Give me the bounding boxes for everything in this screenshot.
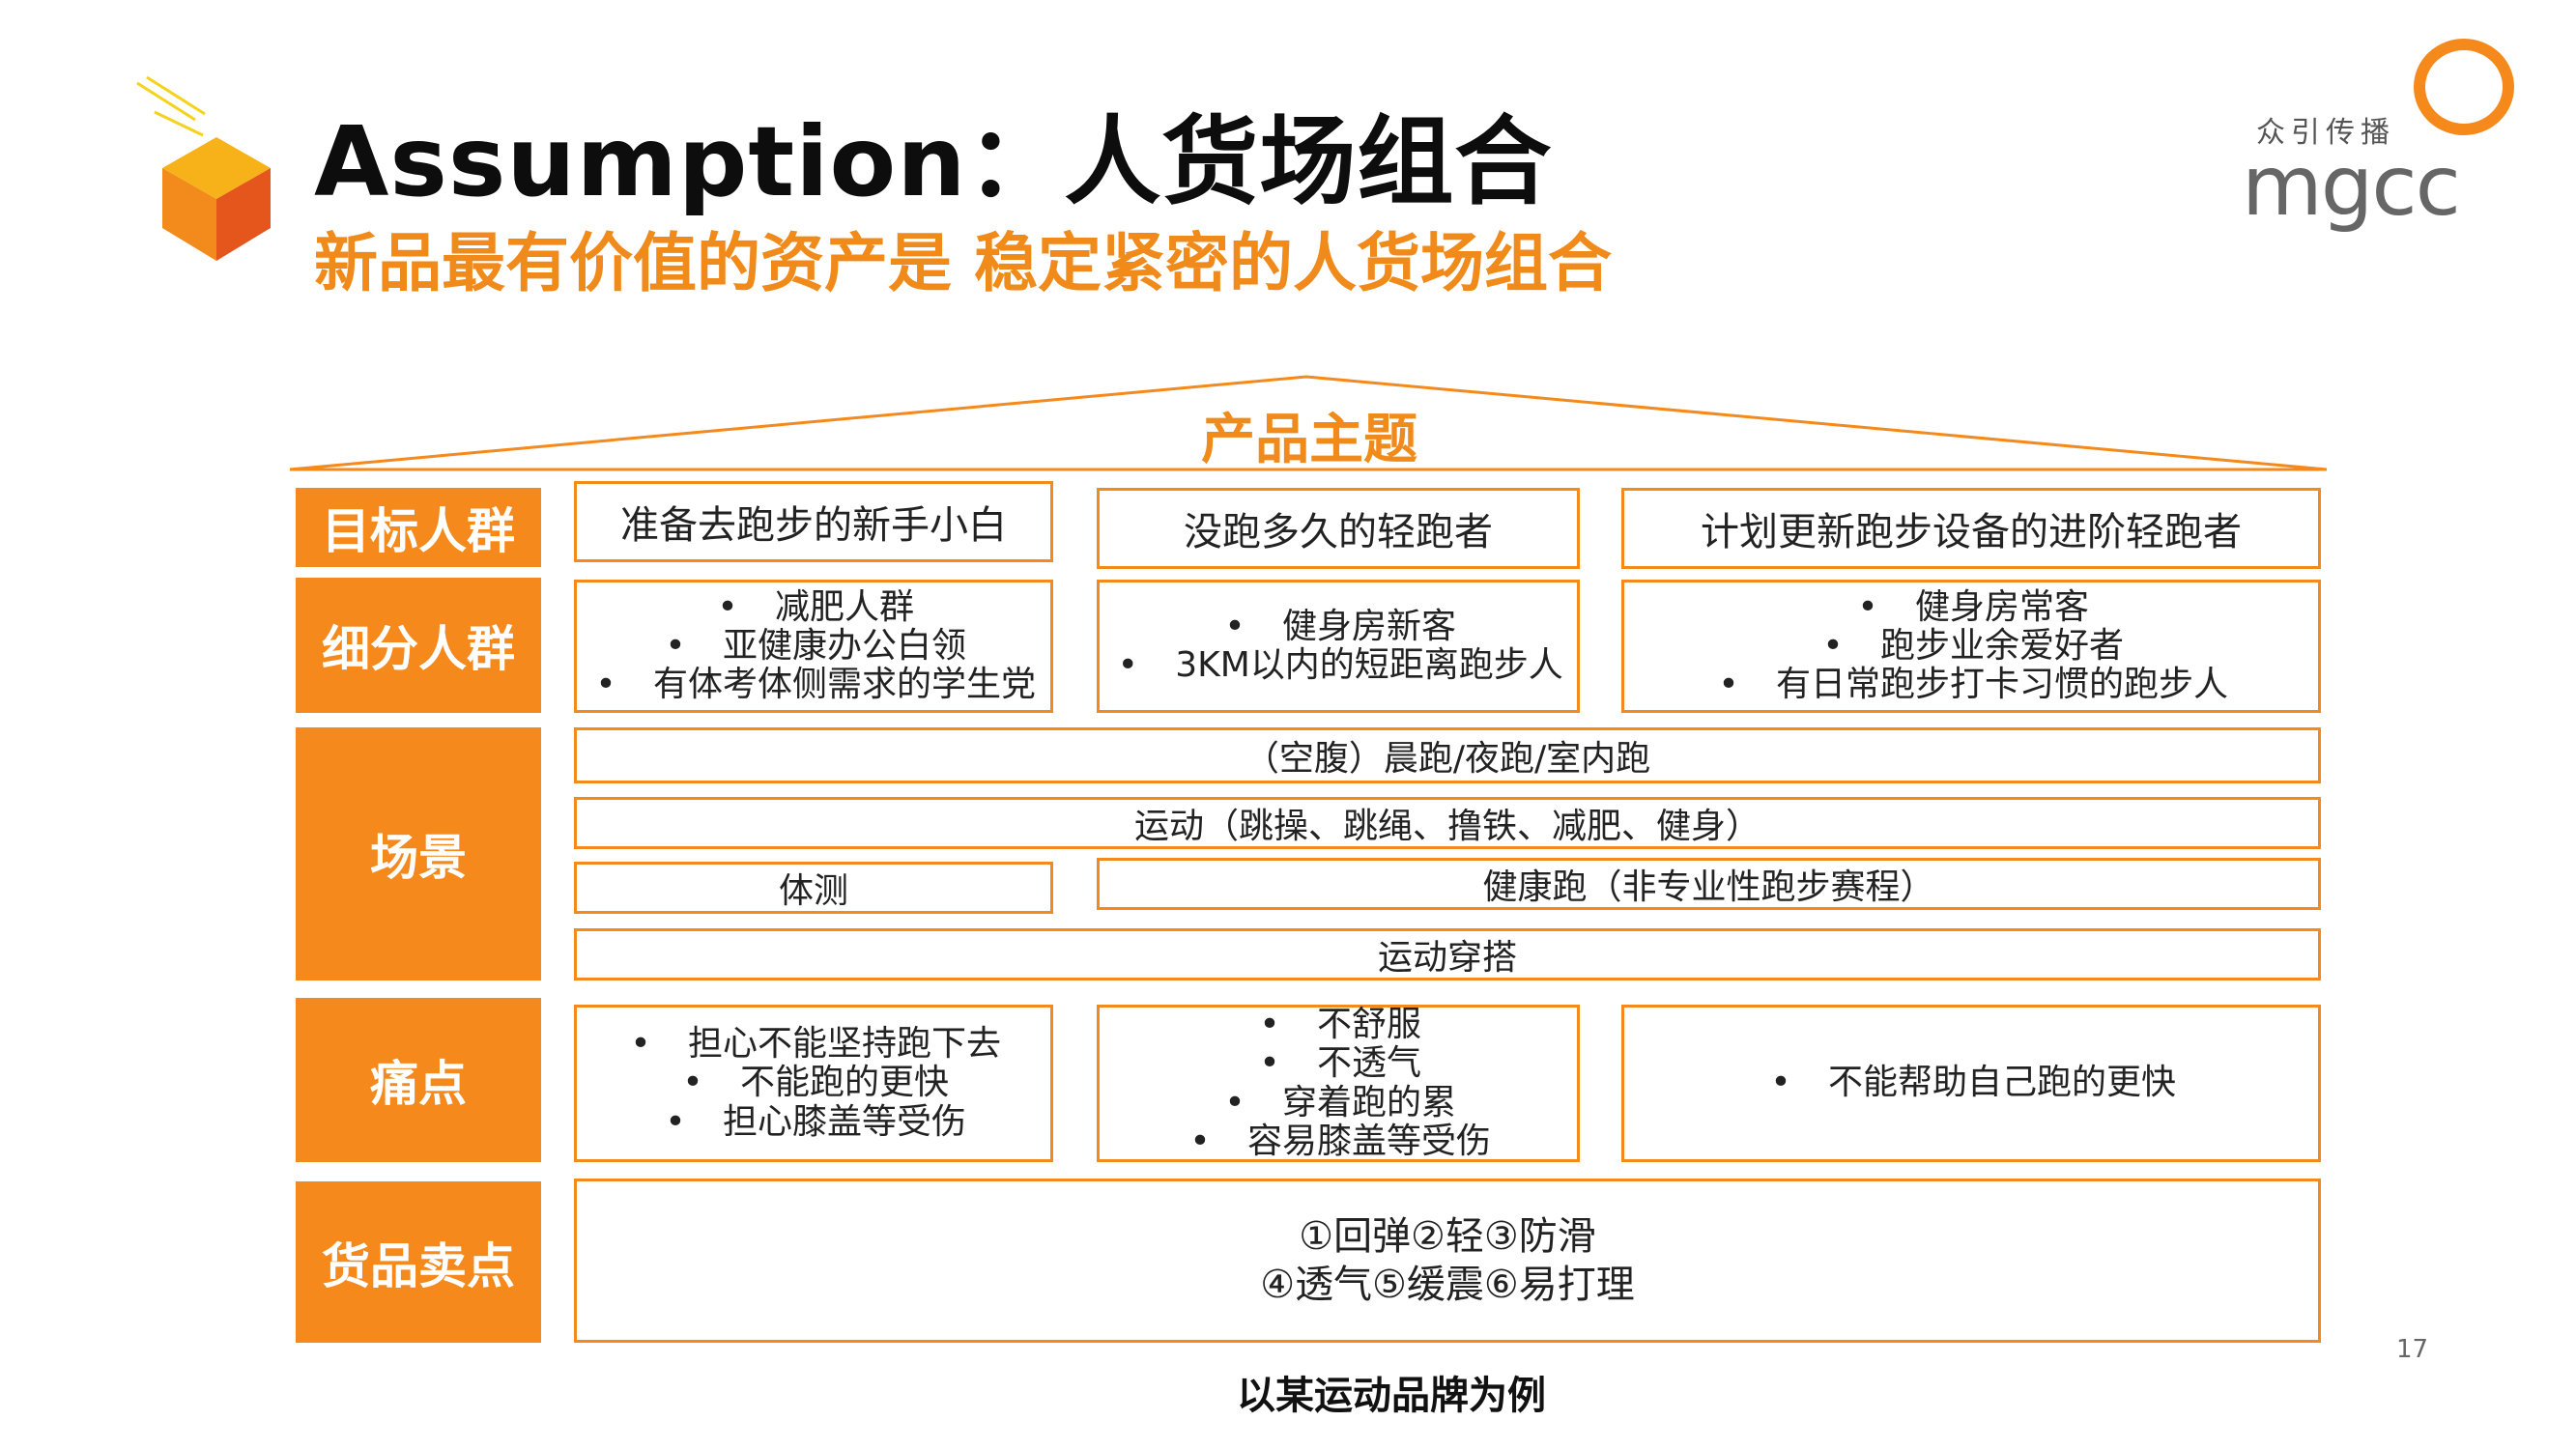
target-text: 准备去跑步的新手小白: [620, 503, 1007, 548]
list-item: •减肥人群: [713, 586, 914, 627]
list-item: •有日常跑步打卡习惯的跑步人: [1714, 665, 2228, 705]
roof-outline: [289, 375, 2328, 471]
orange-cube-icon: [136, 75, 271, 261]
pain-cell-2: •不舒服 •不透气 •穿着跑的累 •容易膝盖等受伤: [1097, 1005, 1580, 1162]
bullet-icon: •: [1259, 1004, 1280, 1044]
product-theme-label: 产品主题: [1201, 409, 1417, 471]
list-item: •容易膝盖等受伤: [1186, 1122, 1491, 1161]
bullet-icon: •: [682, 1063, 703, 1103]
category-target-audience: 目标人群: [296, 488, 541, 567]
list-item: •不舒服: [1255, 1004, 1421, 1044]
category-selling-point: 货品卖点: [296, 1181, 541, 1343]
category-pain-point: 痛点: [296, 998, 541, 1162]
pain-list: •不舒服 •不透气 •穿着跑的累 •容易膝盖等受伤: [1186, 1004, 1491, 1161]
segment-cell-3: •健身房常客 •跑步业余爱好者 •有日常跑步打卡习惯的跑步人: [1621, 580, 2321, 713]
footnote: 以某运动品牌为例: [1237, 1374, 1546, 1418]
bullet-icon: •: [1857, 586, 1878, 627]
target-cell-1: 准备去跑步的新手小白: [574, 481, 1053, 562]
list-item: •不能跑的更快: [678, 1063, 949, 1103]
scene-row-1: （空腹）晨跑/夜跑/室内跑: [574, 727, 2321, 783]
page-title: Assumption：人货场组合: [314, 105, 1553, 218]
list-item: •亚健康办公白领: [661, 625, 966, 666]
target-cell-3: 计划更新跑步设备的进阶轻跑者: [1621, 488, 2321, 569]
target-cell-2: 没跑多久的轻跑者: [1097, 488, 1580, 569]
bullet-icon: •: [1259, 1043, 1280, 1084]
list-item: •跑步业余爱好者: [1818, 625, 2124, 666]
bullet-icon: •: [595, 665, 616, 705]
segment-cell-2: •健身房新客 •3KM以内的短距离跑步人: [1097, 580, 1580, 713]
selling-point-cell: ①回弹②轻③防滑 ④透气⑤缓震⑥易打理: [574, 1179, 2321, 1343]
list-item: •不透气: [1255, 1043, 1421, 1084]
bullet-icon: •: [1822, 625, 1844, 666]
scene-row-2: 运动（跳操、跳绳、撸铁、减肥、健身）: [574, 797, 2321, 849]
list-item: •穿着跑的累: [1220, 1082, 1456, 1122]
segment-list: •健身房常客 •跑步业余爱好者 •有日常跑步打卡习惯的跑步人: [1714, 586, 2228, 705]
pain-cell-3: •不能帮助自己跑的更快: [1621, 1005, 2321, 1162]
target-text: 没跑多久的轻跑者: [1184, 510, 1493, 554]
bullet-icon: •: [665, 625, 686, 666]
logo-chinese-text: 众引传播: [2256, 116, 2395, 150]
scene-row-4: 运动穿搭: [574, 928, 2321, 980]
bullet-icon: •: [1718, 665, 1739, 705]
list-item: •不能帮助自己跑的更快: [1766, 1063, 2176, 1103]
bullet-icon: •: [1224, 606, 1245, 646]
bullet-icon: •: [630, 1024, 651, 1065]
scene-row-3-right: 健康跑（非专业性跑步赛程）: [1097, 858, 2321, 910]
bullet-icon: •: [1189, 1121, 1211, 1161]
logo-ring-icon: [2414, 39, 2514, 135]
segment-list: •减肥人群 •亚健康办公白领 •有体考体侧需求的学生党: [591, 586, 1036, 705]
bullet-icon: •: [665, 1101, 686, 1142]
target-text: 计划更新跑步设备的进阶轻跑者: [1701, 510, 2242, 554]
list-item: •健身房新客: [1220, 606, 1456, 646]
list-item: •健身房常客: [1853, 586, 2089, 627]
segment-list: •健身房新客 •3KM以内的短距离跑步人: [1113, 606, 1563, 686]
category-segment-audience: 细分人群: [296, 578, 541, 713]
list-item: •3KM以内的短距离跑步人: [1113, 645, 1563, 685]
pain-list: •担心不能坚持跑下去 •不能跑的更快 •担心膝盖等受伤: [626, 1024, 1001, 1142]
bullet-icon: •: [1224, 1082, 1245, 1122]
category-scene: 场景: [296, 727, 541, 980]
segment-cell-1: •减肥人群 •亚健康办公白领 •有体考体侧需求的学生党: [574, 580, 1053, 713]
bullet-icon: •: [1770, 1063, 1791, 1103]
list-item: •有体考体侧需求的学生党: [591, 665, 1036, 705]
list-item: •担心膝盖等受伤: [661, 1101, 966, 1142]
bullet-icon: •: [1117, 645, 1138, 685]
pain-cell-1: •担心不能坚持跑下去 •不能跑的更快 •担心膝盖等受伤: [574, 1005, 1053, 1162]
page-subtitle: 新品最有价值的资产是 稳定紧密的人货场组合: [314, 226, 1612, 300]
bullet-icon: •: [717, 586, 738, 627]
list-item: •担心不能坚持跑下去: [626, 1024, 1001, 1065]
page-number: 17: [2396, 1335, 2429, 1364]
logo-wordmark: mgcc: [2242, 138, 2461, 235]
selling-point-line: ①回弹②轻③防滑: [1299, 1214, 1596, 1259]
scene-row-3-left: 体测: [574, 862, 1053, 914]
pain-list: •不能帮助自己跑的更快: [1766, 1063, 2176, 1103]
selling-point-line: ④透气⑤缓震⑥易打理: [1260, 1263, 1635, 1307]
